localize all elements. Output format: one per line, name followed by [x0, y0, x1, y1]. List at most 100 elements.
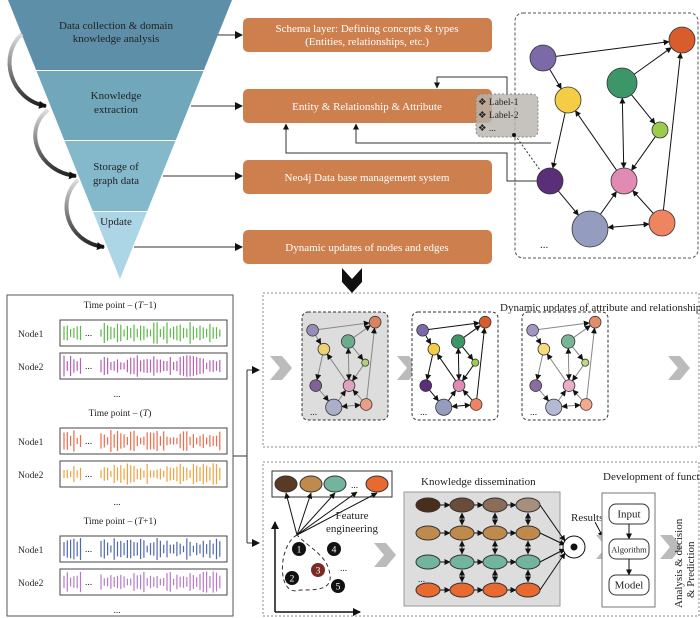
node-label: Node1 [18, 330, 44, 340]
graph-edge [326, 353, 347, 382]
chevron-right-icon [668, 356, 690, 380]
labels-popup: ❖ Label-1 ❖ Label-2 ❖ ... [475, 93, 539, 138]
graph-edge [338, 389, 347, 401]
graph-ellipsis: ... [540, 239, 549, 251]
results-dot [570, 543, 578, 551]
dissemination-node [482, 525, 508, 541]
graph-edge [352, 346, 364, 361]
results-label: Results [571, 512, 603, 524]
funnel-stage-label: Update [100, 216, 132, 228]
graph-node [359, 398, 373, 411]
dissemination-node [449, 497, 475, 513]
graph-edge [476, 327, 487, 399]
data-point-label: 3 [316, 567, 321, 577]
feature-node [299, 475, 323, 493]
label-item-3: ❖ ... [478, 124, 496, 134]
graph-node [427, 342, 441, 356]
funnel-stage-label: knowledge analysis [73, 33, 159, 45]
down-chevron-icon [342, 268, 362, 293]
graph-node [450, 334, 466, 349]
feature-node [323, 475, 347, 493]
feature-label: Feature [336, 510, 369, 522]
process-box-label: Neo4j Data base management system [285, 172, 450, 184]
funnel-stage-label: Data collection & domain [59, 20, 173, 32]
label-item-2: ❖ Label-2 [478, 111, 519, 121]
dissemination-node [515, 554, 541, 570]
data-point [311, 563, 325, 577]
funnel-stage-4 [93, 212, 147, 279]
arrow [296, 492, 378, 536]
dissemination-node [482, 582, 508, 598]
funnel-stage-label: graph data [93, 175, 139, 187]
graph-edge [572, 389, 583, 401]
funnel-stage-3 [64, 141, 176, 211]
graph-edge [448, 389, 457, 401]
dissemination-node [449, 525, 475, 541]
label-item-1: ❖ Label-1 [478, 98, 519, 108]
graph-edge [352, 389, 363, 401]
graph-node [610, 167, 638, 195]
arrow [539, 552, 566, 591]
chevron-right-icon [374, 543, 396, 567]
dynamic-updates-panel [262, 292, 700, 448]
funnel-stage-label: extraction [94, 104, 138, 116]
graph-edge [551, 112, 566, 169]
data-point [327, 542, 341, 556]
bar-ellipsis: ... [85, 437, 92, 447]
graph-edge [353, 325, 371, 338]
graph-edge [633, 47, 672, 75]
graph-edge [558, 389, 567, 401]
chevron-right-icon [660, 535, 682, 559]
arrow [296, 492, 313, 536]
arrow [284, 492, 298, 536]
graph-node [342, 379, 356, 392]
graph-node [416, 323, 429, 337]
graph-edge [341, 402, 361, 410]
graph-node [478, 315, 492, 329]
graph-node [469, 398, 483, 411]
signal-strip [59, 460, 228, 488]
graph-node [606, 67, 638, 99]
graph-edge [315, 354, 324, 381]
graph-edge [436, 353, 457, 382]
node-label: Node2 [18, 471, 44, 481]
dynamic-graphs: ......... [270, 311, 690, 421]
feature-label: engineering [326, 523, 378, 535]
graph-edge [607, 221, 650, 231]
graph-node [581, 358, 590, 367]
graph-edge [599, 191, 617, 215]
bar-ellipsis: ... [85, 578, 92, 588]
graph-edge [425, 354, 434, 381]
funnel-stage-1 [8, 0, 232, 70]
dissemination-node [515, 525, 541, 541]
outcome-label: Analysis & decision [673, 518, 685, 608]
dissemination-node [415, 554, 441, 570]
time-point-title: Time point – (T+1) [84, 516, 157, 527]
graph-edge [555, 39, 670, 57]
graph-node [452, 379, 466, 392]
graph-edge [462, 365, 474, 382]
graph-edge [462, 346, 474, 361]
dissemination-ellipsis: ... [418, 575, 425, 585]
graph-edge [535, 335, 542, 345]
graph-ellipsis: ... [420, 408, 427, 418]
stage-flow-arrows [7, 32, 105, 251]
process-box-label: (Entities, relationships, etc.) [305, 36, 429, 48]
graph-node [368, 315, 382, 329]
dissemination-node [515, 582, 541, 598]
process-box-label: Schema layer: Defining concepts & types [276, 23, 459, 35]
data-point-label: 2 [290, 575, 295, 585]
feature-ellipsis: ... [351, 481, 358, 491]
graph-node [529, 379, 543, 392]
dissemination-node [415, 582, 441, 598]
graph-ellipsis: ... [530, 408, 537, 418]
graph-edge [572, 346, 584, 361]
graph-node [325, 398, 343, 416]
funnel-stage-label: Knowledge [91, 90, 142, 102]
graph-edge [573, 325, 591, 338]
graph-node [536, 167, 564, 195]
graph-edge [631, 136, 656, 171]
process-box-label: Dynamic updates of nodes and edges [285, 242, 448, 254]
outcome-label: & Prediction [685, 541, 697, 598]
